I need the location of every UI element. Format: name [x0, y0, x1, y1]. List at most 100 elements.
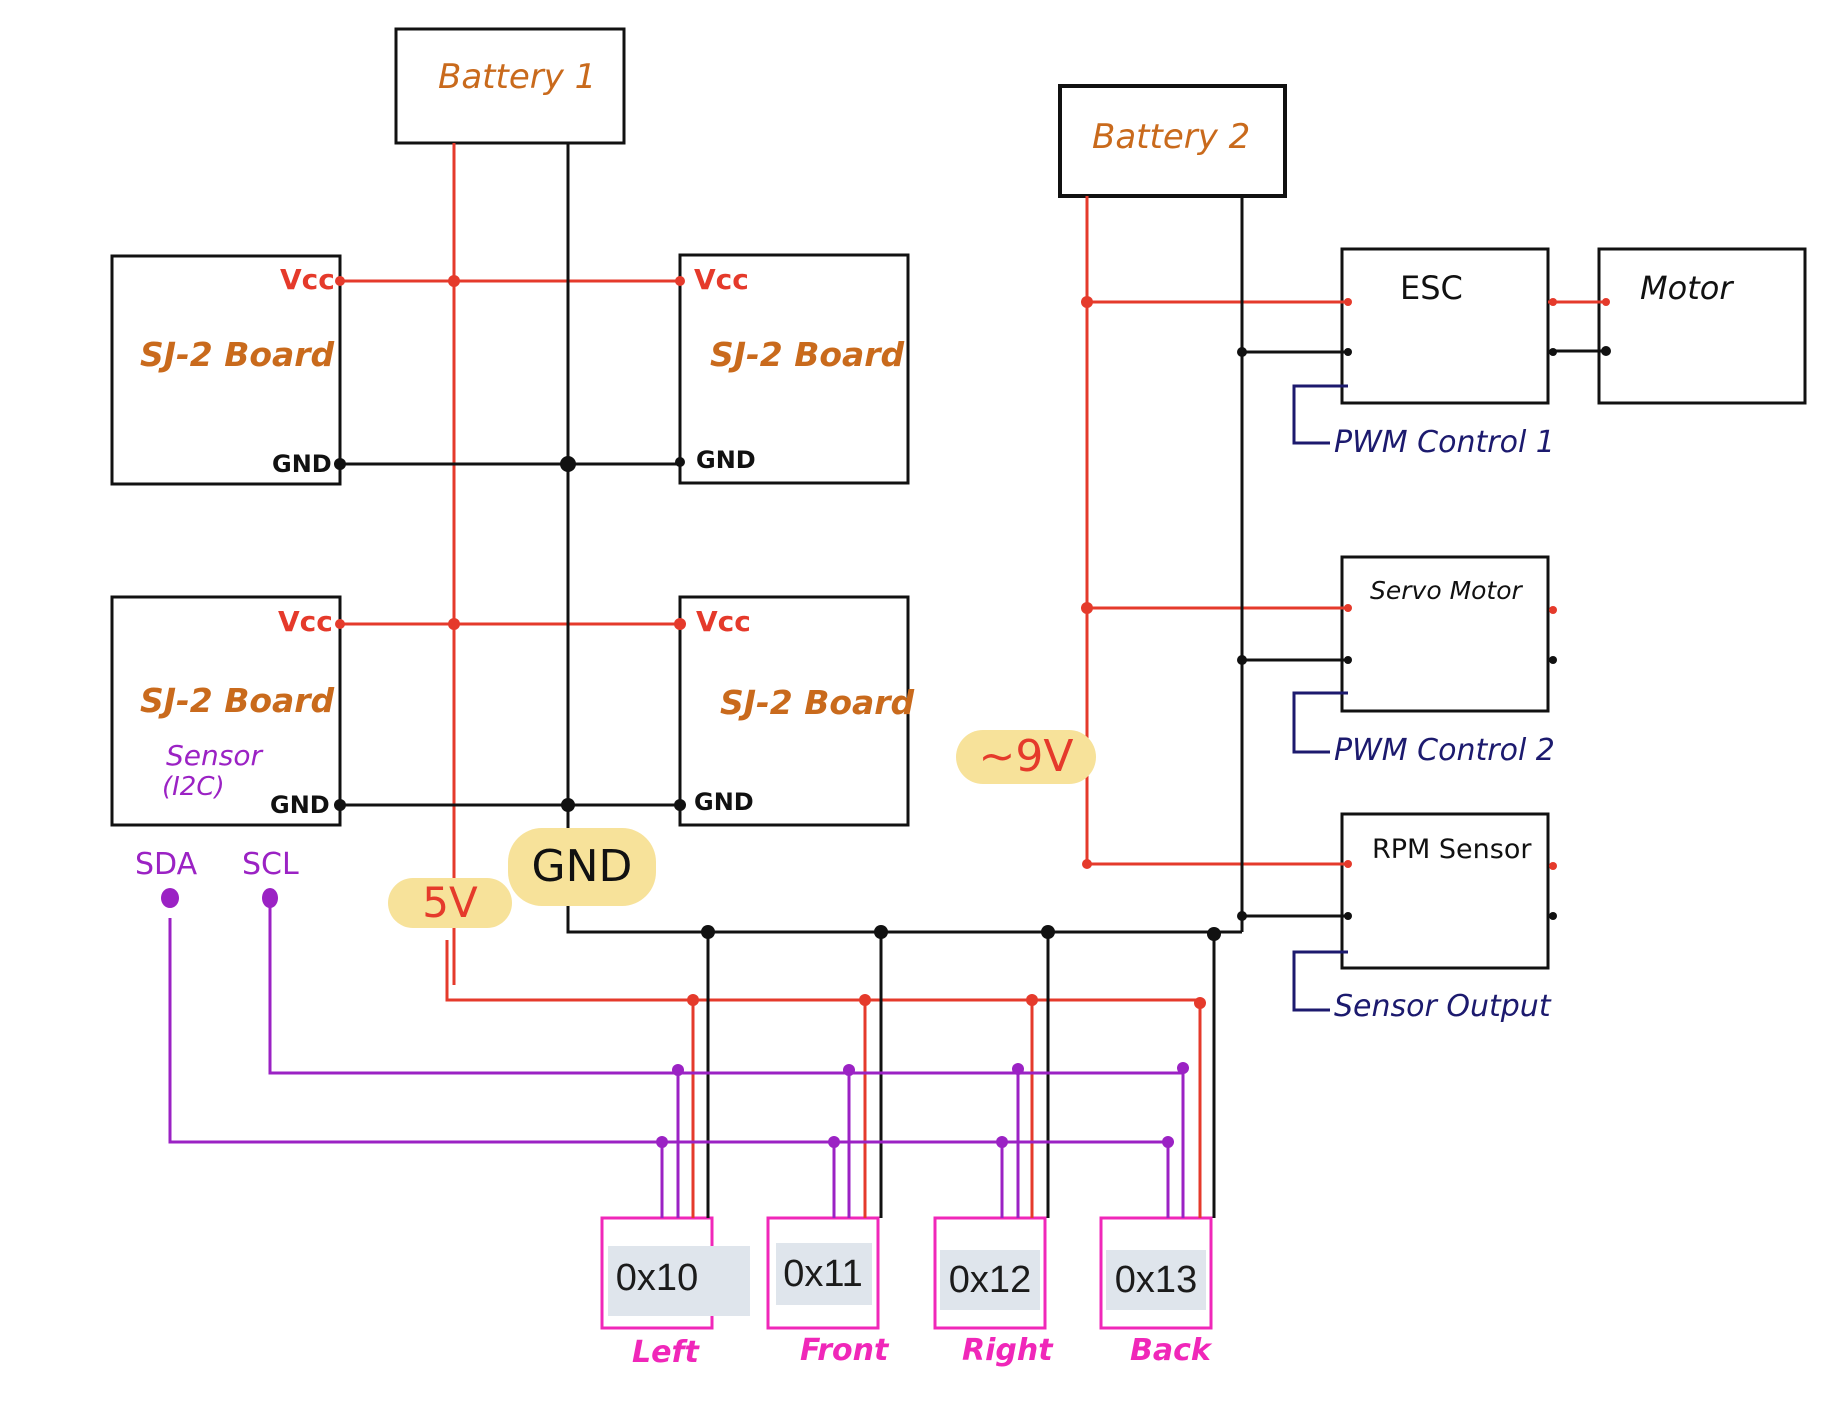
sensor-front-address: 0x11	[783, 1253, 863, 1295]
node	[1237, 911, 1247, 921]
sensor-left-position: Left	[632, 1335, 699, 1370]
board-bottom-right-vcc: Vcc	[696, 605, 751, 638]
sensor-scl-drops	[676, 1068, 1185, 1218]
node	[1194, 997, 1206, 1009]
node	[674, 618, 686, 630]
node	[701, 925, 715, 939]
badge-9v-text: ~9V	[978, 731, 1074, 782]
node	[1081, 296, 1093, 308]
battery-2-box	[1058, 84, 1287, 198]
node	[1344, 298, 1352, 306]
esc-box	[1340, 247, 1550, 405]
node	[1549, 348, 1557, 356]
motor-label: Motor	[1640, 269, 1733, 307]
rpm-sensor-box	[1340, 812, 1550, 970]
esc-pwm-wire	[1292, 384, 1348, 445]
node	[674, 799, 686, 811]
node	[334, 799, 346, 811]
node	[335, 276, 345, 286]
node	[1237, 655, 1247, 665]
sensor-back-position: Back	[1130, 1333, 1211, 1368]
i2c-scl-line	[268, 898, 1183, 1075]
sensor-back-chip	[1106, 1250, 1206, 1310]
badge-9v: ~9V	[956, 730, 1096, 784]
node	[1162, 1136, 1174, 1148]
node	[1177, 1062, 1189, 1074]
board-bottom-right-title: SJ-2 Board	[720, 683, 915, 722]
badge-5v: 5V	[388, 878, 512, 928]
board-top-right-gnd: GND	[696, 446, 756, 474]
node	[1012, 1063, 1024, 1075]
motor-box	[1597, 247, 1807, 405]
board-bottom-right-gnd: GND	[694, 788, 754, 816]
node	[656, 1136, 668, 1148]
sensor-back-box	[1099, 1216, 1213, 1330]
board-top-left-title: SJ-2 Board	[140, 335, 335, 374]
board-bottom-left-box	[110, 595, 342, 827]
sensor-right-chip	[940, 1250, 1040, 1310]
node	[334, 458, 346, 470]
battery-1-box	[394, 27, 626, 145]
node	[1549, 912, 1557, 920]
node	[1344, 912, 1352, 920]
node	[1026, 994, 1038, 1006]
rpm-output-wire	[1292, 950, 1348, 1012]
board-bottom-left-gnd: GND	[270, 791, 330, 819]
sensor-right-box	[933, 1216, 1047, 1330]
battery-1-label: Battery 1	[438, 57, 597, 97]
sensor-vcc-drops	[691, 1000, 1202, 1218]
sensor-gnd-drops	[706, 932, 1216, 1218]
node	[1344, 348, 1352, 356]
bus-5v-sensor-feed	[445, 940, 1200, 1002]
node	[672, 1064, 684, 1076]
board-top-left-vcc: Vcc	[280, 263, 335, 296]
node	[335, 619, 345, 629]
board-top-left-box	[110, 254, 342, 486]
node	[1081, 602, 1093, 614]
ground-vertical-1	[566, 143, 1242, 934]
node	[1549, 656, 1557, 664]
servo-pwm-wire	[1292, 691, 1348, 754]
battery-2-label: Battery 2	[1092, 117, 1251, 157]
sensor-right-address: 0x12	[948, 1259, 1032, 1301]
node	[843, 1064, 855, 1076]
scl-terminal	[262, 888, 278, 908]
servo-box	[1340, 555, 1550, 713]
badge-gnd-text: GND	[531, 841, 633, 892]
node	[1344, 860, 1352, 868]
rpm-signal-label: Sensor Output	[1334, 989, 1551, 1024]
board-bottom-left-vcc: Vcc	[278, 605, 333, 638]
board-bottom-left-title: SJ-2 Board	[140, 681, 335, 720]
sda-label: SDA	[135, 847, 198, 882]
node	[1207, 927, 1221, 941]
node	[1082, 859, 1092, 869]
sensor-sda-drops	[660, 1142, 1170, 1218]
esc-signal-label: PWM Control 1	[1334, 425, 1555, 460]
scl-label: SCL	[242, 847, 299, 882]
node	[448, 275, 460, 287]
node	[675, 457, 685, 467]
board-top-right-box	[678, 253, 910, 485]
board-top-right-title: SJ-2 Board	[710, 335, 905, 374]
node	[1602, 298, 1610, 306]
board-bottom-left-bus: (I2C)	[162, 772, 225, 802]
node	[828, 1136, 840, 1148]
badge-5v-text: 5V	[422, 878, 478, 927]
rpm-label: RPM Sensor	[1372, 834, 1532, 865]
board-top-right-vcc: Vcc	[694, 263, 749, 296]
board-bottom-left-sensor: Sensor	[166, 739, 262, 772]
node	[1041, 925, 1055, 939]
board-bottom-right-box	[678, 595, 910, 827]
node	[448, 618, 460, 630]
servo-signal-label: PWM Control 2	[1334, 733, 1555, 768]
esc-label: ESC	[1400, 269, 1463, 307]
node	[675, 276, 685, 286]
sensor-left-address: 0x10	[615, 1257, 699, 1299]
sensor-front-chip	[776, 1243, 872, 1305]
node	[687, 994, 699, 1006]
node	[859, 994, 871, 1006]
node	[1344, 656, 1352, 664]
node	[874, 925, 888, 939]
badge-gnd: GND	[508, 828, 656, 906]
